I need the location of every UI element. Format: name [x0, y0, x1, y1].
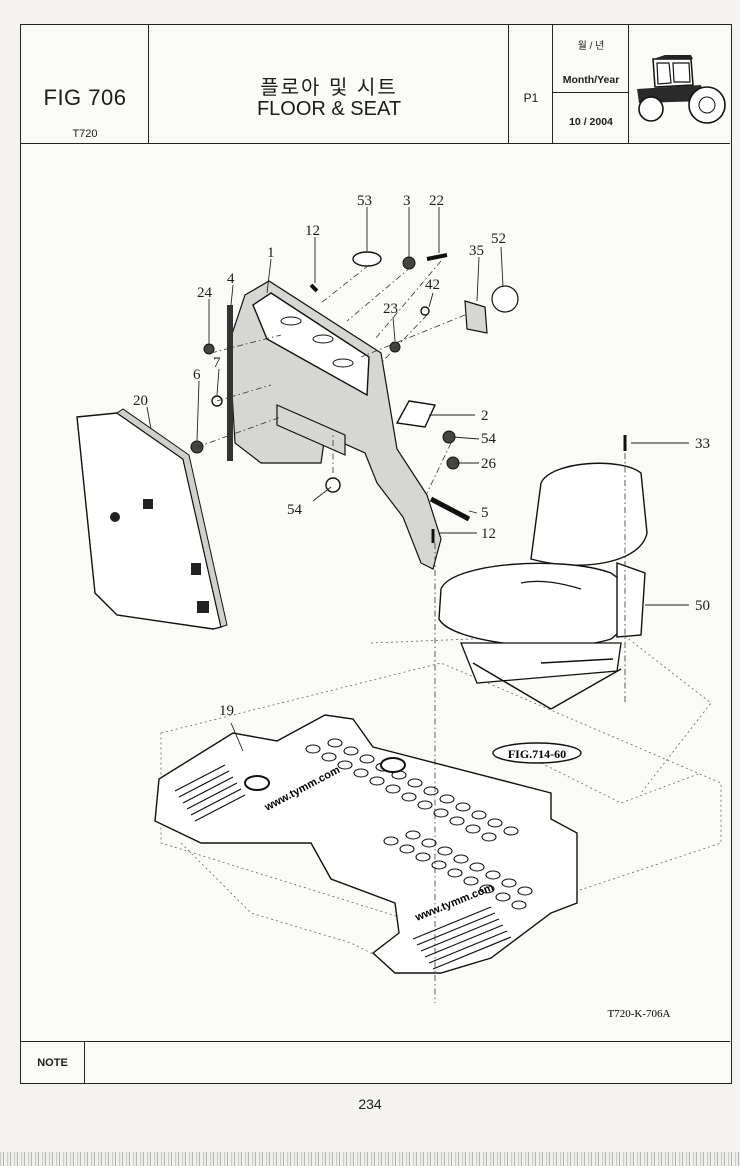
callout-42: 42: [425, 277, 440, 293]
callout-labels: 53 3 22 12 1 35 52 4 42 24 23 7 6 20 2 5…: [133, 193, 710, 719]
callout-3: 3: [403, 193, 411, 209]
model-code: T720: [72, 128, 98, 140]
issue-date: 10 / 2004: [569, 116, 613, 128]
header-block: FIG 706 T720 플로아 및 시트 FLOOR & SEAT P1 월 …: [21, 25, 730, 144]
date-cell: 월 / 년 Month/Year 10 / 2004: [553, 25, 629, 143]
callout-4: 4: [227, 271, 235, 287]
callout-54-bottom: 54: [287, 502, 303, 518]
callout-26: 26: [481, 456, 497, 472]
fig-reference: FIG.714-60: [492, 742, 582, 764]
small-parts: [190, 251, 627, 543]
callout-7: 7: [213, 355, 221, 371]
callout-22: 22: [429, 193, 444, 209]
callout-33: 33: [695, 436, 710, 452]
title-english: FLOOR & SEAT: [256, 98, 402, 120]
seat-assembly: [438, 462, 648, 710]
exploded-view-drawing: www.tymm.com www.tymm.com: [76, 193, 722, 1020]
callout-52: 52: [491, 231, 506, 247]
callout-2: 2: [481, 408, 489, 424]
side-panel-20: [76, 408, 228, 630]
callout-54-top: 54: [481, 431, 497, 447]
fig-cell: FIG 706 T720: [21, 25, 149, 143]
month-year-label: Month/Year: [562, 74, 620, 86]
callout-50: 50: [695, 598, 710, 614]
month-year-korean: 월 / 년: [577, 41, 605, 52]
callout-23: 23: [383, 301, 398, 317]
tractor-icon: [637, 55, 726, 124]
figure-number: FIG 706: [43, 85, 127, 110]
note-label: NOTE: [21, 1042, 85, 1084]
callout-19: 19: [219, 703, 234, 719]
callout-24: 24: [197, 285, 213, 301]
date-divider: [553, 92, 629, 93]
fig-reference-label: FIG.714-60: [508, 747, 566, 761]
callout-35: 35: [469, 243, 484, 259]
title-korean: 플로아 및 시트: [260, 77, 398, 99]
callout-6: 6: [193, 367, 201, 383]
callout-53: 53: [357, 193, 372, 209]
callout-5: 5: [481, 505, 489, 521]
page-number: 234: [358, 1096, 382, 1112]
note-row: NOTE: [21, 1041, 730, 1084]
callout-20: 20: [133, 393, 148, 409]
assembly-center-lines: [196, 260, 626, 1003]
callout-1: 1: [267, 245, 275, 261]
rear-floor-panel: [228, 280, 442, 570]
page-code-cell: P1: [509, 25, 553, 143]
callout-12-lower: 12: [481, 526, 496, 542]
leader-lines: [146, 207, 689, 752]
parts-sheet: FIG 706 T720 플로아 및 시트 FLOOR & SEAT P1 월 …: [20, 24, 732, 1084]
drawing-code: T720-K-706A: [608, 1008, 671, 1020]
logo-cell: [629, 25, 730, 143]
floor-mat: www.tymm.com www.tymm.com: [154, 714, 578, 974]
page-code: P1: [523, 91, 539, 105]
callout-12: 12: [305, 223, 320, 239]
scan-artifact-strip: [0, 1152, 740, 1166]
title-cell: 플로아 및 시트 FLOOR & SEAT: [149, 25, 509, 143]
